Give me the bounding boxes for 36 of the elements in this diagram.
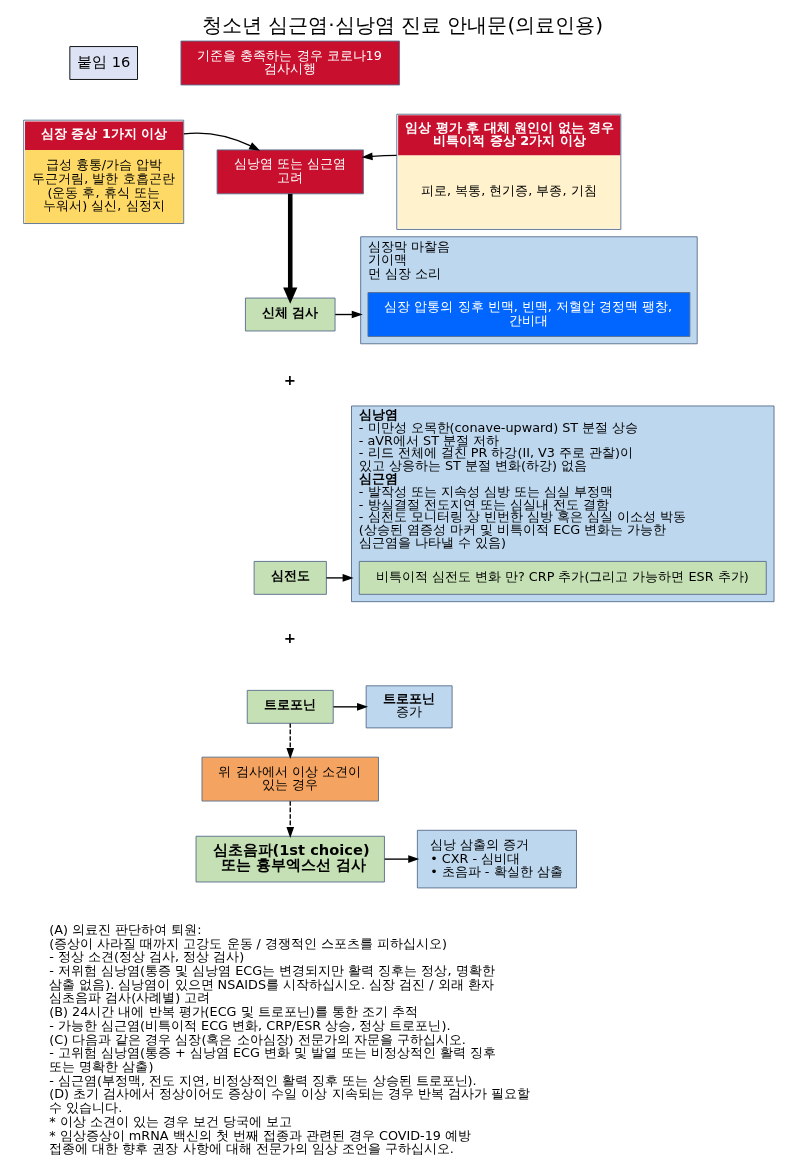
arrow (334, 310, 363, 319)
label: (B) 24시간 내에 반복 평가(ECG 및 트로포닌)를 통한 조기 추적 (48, 1004, 418, 1020)
node-box: 심장 압통의 징후 빈맥, 빈맥, 저혈압 경정맥 팽창, 간비대 (367, 292, 690, 337)
node-box: 트로포닌 증가 (365, 685, 453, 729)
label: + (283, 628, 296, 646)
label: (D) 초기 검사에서 정상이어도 증상이 수일 이상 지속되는 경우 반복 검사가 필요할 수 있습니다. (48, 1086, 530, 1116)
diagram-title: 청소년 심근염·심낭염 진료 안내문(의료인용) (201, 12, 603, 37)
label: * 이상 소견이 있는 경우 보건 당국에 보고 (48, 1113, 292, 1129)
node-box: 트로포닌 (246, 689, 334, 724)
label: - 가능한 심근염(비특이적 ECG 변화, CRP/ESR 상승, 정상 트로포닌). (48, 1017, 451, 1033)
label: * 임상증상이 mRNA 백신의 첫 번째 접종과 관련된 경우 COVID-19 예방 접종에 대한 향후 권장 사항에 대해 전문가의 임상 조언을 구하십시오. (48, 1127, 471, 1157)
node-box: 기준을 충족하는 경우 코로나19 검사시행 (180, 40, 400, 86)
arrow (285, 722, 294, 760)
label: - 심근염(부정맥, 전도 지연, 비정상적인 활력 징후 또는 상승된 트로포닌). (48, 1072, 477, 1088)
node-box: 비특이적 심전도 변화 만? CRP 추가(그리고 가능하면 ESR 추가) (358, 561, 767, 595)
arrow (383, 855, 419, 863)
node-box: 심초음파(1st choice) 또는 흉부엑스선 검사 (195, 835, 385, 883)
arrow (361, 152, 397, 161)
label: (A) 의료진 판단하여 퇴원: (48, 921, 202, 937)
node-box: 신체 검사 (244, 297, 335, 332)
label: - 저위험 심낭염(통증 및 심낭염 ECG는 변경되지만 활력 징후는 정상, 명확한 삼출 없음). 심낭염이 있으면 NSAIDS를 시작하십시오. 심장 검진 / 외래 환자 심초음파 검사(사례별) 고려 (48, 962, 495, 1006)
arrow (182, 132, 260, 151)
label: (증상이 사라질 때까지 고강도 운동 / 경쟁적인 스포츠를 피하십시오) (48, 935, 447, 951)
label: (C) 다음과 같은 경우 심장(혹은 소아심장) 전문가의 자문을 구하십시오. (48, 1031, 466, 1047)
arrow (282, 193, 297, 304)
arrow (332, 703, 368, 711)
label: - 정상 소견(정상 검사, 정상 검사) (48, 949, 244, 965)
arrow (325, 574, 354, 582)
label: 붙임 16 (76, 52, 130, 70)
node-box: 심낭 삼출의 증거 • CXR - 심비대 • 초음파 - 확실한 삼출 (416, 829, 577, 889)
label: + (283, 370, 296, 388)
arrow (285, 800, 294, 839)
node-box: 심전도 (253, 561, 327, 595)
label: - 고위험 심낭염(통증 + 심낭염 ECG 변화 및 발열 또는 비정상적인 활력 징후 또는 명확한 삼출) (48, 1045, 496, 1075)
node-box: 위 검사에서 이상 소견이 있는 경우 (201, 756, 379, 802)
node-box: 심낭염 또는 심근염 고려 (216, 149, 364, 195)
